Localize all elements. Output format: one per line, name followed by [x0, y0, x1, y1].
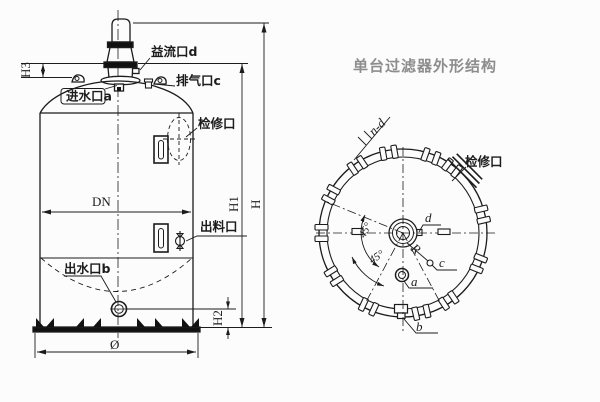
port-c-label: c	[439, 255, 445, 270]
angle-arcs	[351, 214, 385, 287]
port-a-label: a	[411, 274, 418, 289]
manhole-hidden	[163, 113, 195, 165]
sight-glass-upper	[153, 135, 169, 164]
top-view	[314, 116, 497, 334]
bottom-head-hidden	[40, 257, 193, 292]
overflow-nozzle-d	[131, 67, 140, 75]
sight-glass-lower	[153, 223, 169, 253]
top-valve-assembly	[100, 18, 141, 92]
leaders	[60, 57, 247, 303]
h1-dim-label: H1	[226, 196, 241, 212]
lifting-ear-left	[71, 74, 85, 83]
port-c-circle	[426, 259, 434, 267]
port-b-label: b	[416, 319, 423, 334]
angle-label-right: 45°	[367, 248, 387, 267]
top-view-labels: 检修口 n-d 45° 45° R d c a b	[357, 115, 503, 334]
inlet-port-label: 进水口a	[66, 89, 112, 104]
discharge-port-label: 出料口	[200, 219, 238, 234]
top-head	[39, 80, 194, 114]
angle-label-left: 45°	[357, 220, 375, 240]
lifting-ear-right	[153, 76, 167, 85]
outlet-b-nozzle	[110, 300, 128, 318]
manhole-label-top: 检修口	[465, 154, 503, 169]
base-plate	[32, 326, 201, 333]
bolt-holes-label: n-d	[365, 115, 388, 138]
trunnion-right	[437, 228, 451, 236]
manhole-label-front: 检修口	[198, 116, 236, 131]
discharge-port-symbol	[174, 231, 186, 251]
outlet-port-label: 出水口b	[64, 261, 111, 276]
bolt-hole-leader	[353, 116, 391, 161]
h3-dim-label: H3	[18, 62, 33, 78]
manhole-flange-band	[447, 153, 483, 189]
page-title: 单台过滤器外形结构	[353, 57, 498, 75]
base-gussets	[36, 318, 199, 327]
vent-port-label: 排气口c	[176, 73, 221, 88]
port-a-circle	[394, 267, 410, 283]
port-d-label: d	[425, 210, 432, 225]
port-b-nozzle	[393, 303, 409, 320]
h2-dim-label: H2	[210, 310, 225, 326]
front-view-labels: 益流口d 排气口c 进水口a 检修口 出料口 出水口b DN Ø H3 H1 H…	[18, 44, 263, 352]
top-view-leaders	[403, 166, 467, 334]
h-dim-label: H	[248, 200, 263, 209]
dn-dim-label: DN	[92, 194, 111, 209]
vent-nozzle-c	[143, 78, 154, 89]
front-view	[21, 10, 272, 358]
port-d-nub	[416, 228, 423, 237]
dimensions	[21, 22, 272, 358]
overflow-port-label: 益流口d	[151, 44, 197, 59]
radius-label: R	[407, 240, 424, 257]
radius-line	[406, 242, 429, 262]
diameter-dim-label: Ø	[110, 337, 119, 352]
